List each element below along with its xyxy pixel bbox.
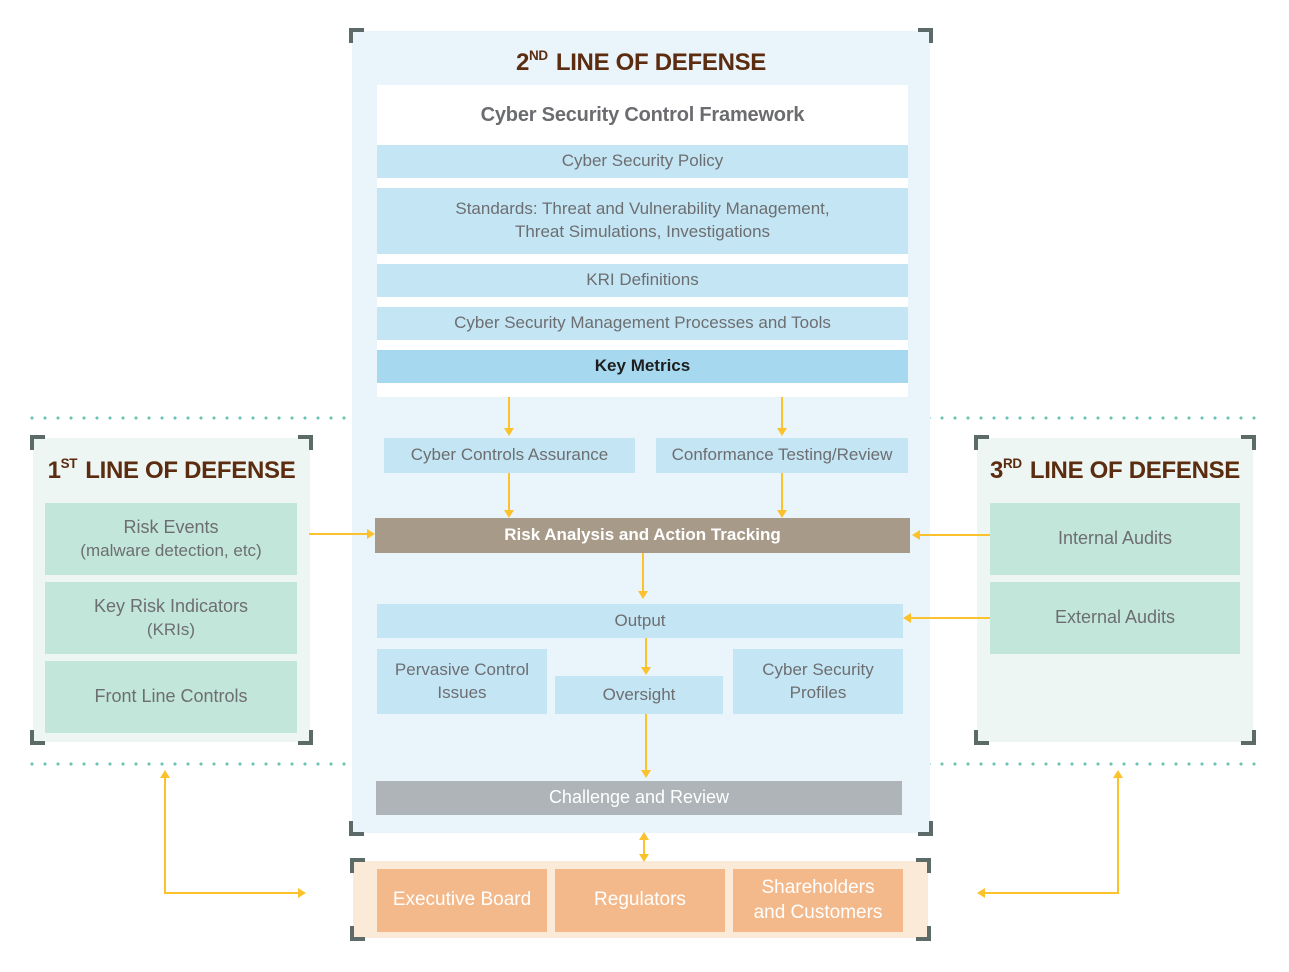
corner-bracket-icon	[974, 730, 989, 745]
corner-bracket-icon	[349, 28, 364, 43]
key-risk-indicators-box: Key Risk Indicators (KRIs)	[45, 582, 297, 654]
corner-bracket-icon	[1241, 730, 1256, 745]
regulators-box: Regulators	[555, 869, 725, 932]
title-number: 1	[47, 457, 61, 484]
connector-first-line-horizontal	[164, 892, 299, 894]
arrow-framework-to-conformance	[781, 397, 783, 429]
profiles-line2: Profiles	[789, 682, 847, 702]
corner-bracket-icon	[350, 926, 365, 941]
arrowhead-icon	[641, 770, 651, 778]
arrowhead-icon	[504, 510, 514, 518]
framework-row-standards: Standards: Threat and Vulnerability Mana…	[377, 188, 908, 254]
connector-third-line-horizontal	[984, 892, 1119, 894]
arrowhead-icon	[638, 591, 648, 599]
shareholders-customers-box: Shareholders and Customers	[733, 869, 903, 932]
corner-bracket-icon	[30, 730, 45, 745]
second-line-panel: 2ND LINE OF DEFENSE Cyber Security Contro…	[349, 28, 933, 836]
title-ordinal: ND	[529, 48, 548, 64]
arrow-conformance-to-risk-analysis	[781, 473, 783, 511]
executive-board-box: Executive Board	[377, 869, 547, 932]
arrow-assurance-to-risk-analysis	[508, 473, 510, 511]
title-number: 2	[515, 49, 530, 76]
corner-bracket-icon	[349, 821, 364, 836]
kri-line2: (KRIs)	[146, 619, 196, 639]
corner-bracket-icon	[298, 435, 313, 450]
third-line-title: 3RD LINE OF DEFENSE	[977, 456, 1253, 485]
cyber-controls-assurance-box: Cyber Controls Assurance	[384, 438, 635, 473]
risk-events-line1: Risk Events	[123, 517, 219, 538]
arrowhead-icon	[977, 888, 985, 898]
framework-row-processes: Cyber Security Management Processes and …	[377, 307, 908, 340]
arrowhead-icon	[298, 888, 306, 898]
corner-bracket-icon	[916, 858, 931, 873]
framework-row-standards-line1: Standards: Threat and Vulnerability Mana…	[455, 199, 830, 219]
arrowhead-icon	[367, 529, 375, 539]
risk-analysis-box: Risk Analysis and Action Tracking	[375, 518, 910, 553]
profiles-line1: Cyber Security	[762, 660, 874, 680]
risk-events-box: Risk Events (malware detection, etc)	[45, 503, 297, 575]
arrow-framework-to-assurance	[508, 397, 510, 429]
corner-bracket-icon	[1241, 435, 1256, 450]
arrowhead-icon	[641, 667, 651, 675]
framework-row-kri: KRI Definitions	[377, 264, 908, 297]
title-number: 3	[989, 457, 1004, 484]
cyber-security-profiles-box: Cyber Security Profiles	[733, 649, 903, 714]
second-line-title: 2ND LINE OF DEFENSE	[352, 48, 930, 77]
challenge-review-box: Challenge and Review	[376, 781, 902, 815]
arrow-risk-analysis-to-output	[642, 553, 644, 593]
output-box: Output	[377, 604, 903, 638]
framework-box: Cyber Security Control Framework Cyber S…	[377, 85, 908, 397]
pervasive-line2: Issues	[437, 682, 487, 702]
arrowhead-icon	[160, 770, 170, 778]
title-ordinal: RD	[1003, 456, 1022, 472]
corner-bracket-icon	[918, 28, 933, 43]
arrow-internal-audits-to-risk-analysis	[920, 534, 990, 536]
title-text: LINE OF DEFENSE	[85, 457, 296, 484]
connector-third-line-vertical	[1117, 777, 1119, 894]
title-text: LINE OF DEFENSE	[1029, 457, 1241, 484]
framework-title: Cyber Security Control Framework	[480, 103, 805, 126]
title-ordinal: ST	[60, 456, 78, 472]
arrowhead-icon	[777, 428, 787, 436]
arrow-oversight-to-challenge	[645, 714, 647, 772]
oversight-box: Oversight	[555, 676, 723, 714]
arrow-external-audits-to-output	[911, 617, 990, 619]
arrowhead-icon	[639, 854, 649, 862]
arrowhead-icon	[639, 832, 649, 840]
connector-first-line-vertical	[164, 777, 166, 894]
arrowhead-icon	[1113, 770, 1123, 778]
arrow-output-to-oversight	[645, 638, 647, 669]
corner-bracket-icon	[918, 821, 933, 836]
arrow-risk-events-to-risk-analysis	[309, 533, 368, 535]
corner-bracket-icon	[298, 730, 313, 745]
title-text: LINE OF DEFENSE	[555, 49, 767, 76]
framework-row-key-metrics: Key Metrics	[377, 350, 908, 383]
internal-audits-box: Internal Audits	[990, 503, 1240, 575]
arrowhead-icon	[777, 510, 787, 518]
corner-bracket-icon	[350, 858, 365, 873]
conformance-testing-box: Conformance Testing/Review	[656, 438, 908, 473]
arrowhead-icon	[903, 613, 911, 623]
framework-row-policy: Cyber Security Policy	[377, 145, 908, 178]
corner-bracket-icon	[30, 435, 45, 450]
risk-events-line2: (malware detection, etc)	[80, 540, 262, 560]
first-line-title: 1ST LINE OF DEFENSE	[33, 456, 310, 485]
front-line-controls-box: Front Line Controls	[45, 661, 297, 733]
arrow-challenge-stakeholders	[643, 839, 645, 856]
arrowhead-icon	[504, 428, 514, 436]
kri-line1: Key Risk Indicators	[93, 596, 249, 617]
pervasive-line1: Pervasive Control	[394, 660, 530, 680]
pervasive-control-issues-box: Pervasive Control Issues	[377, 649, 547, 714]
arrowhead-icon	[912, 530, 920, 540]
corner-bracket-icon	[916, 926, 931, 941]
corner-bracket-icon	[974, 435, 989, 450]
external-audits-box: External Audits	[990, 582, 1240, 654]
framework-row-standards-line2: Threat Simulations, Investigations	[514, 222, 771, 241]
